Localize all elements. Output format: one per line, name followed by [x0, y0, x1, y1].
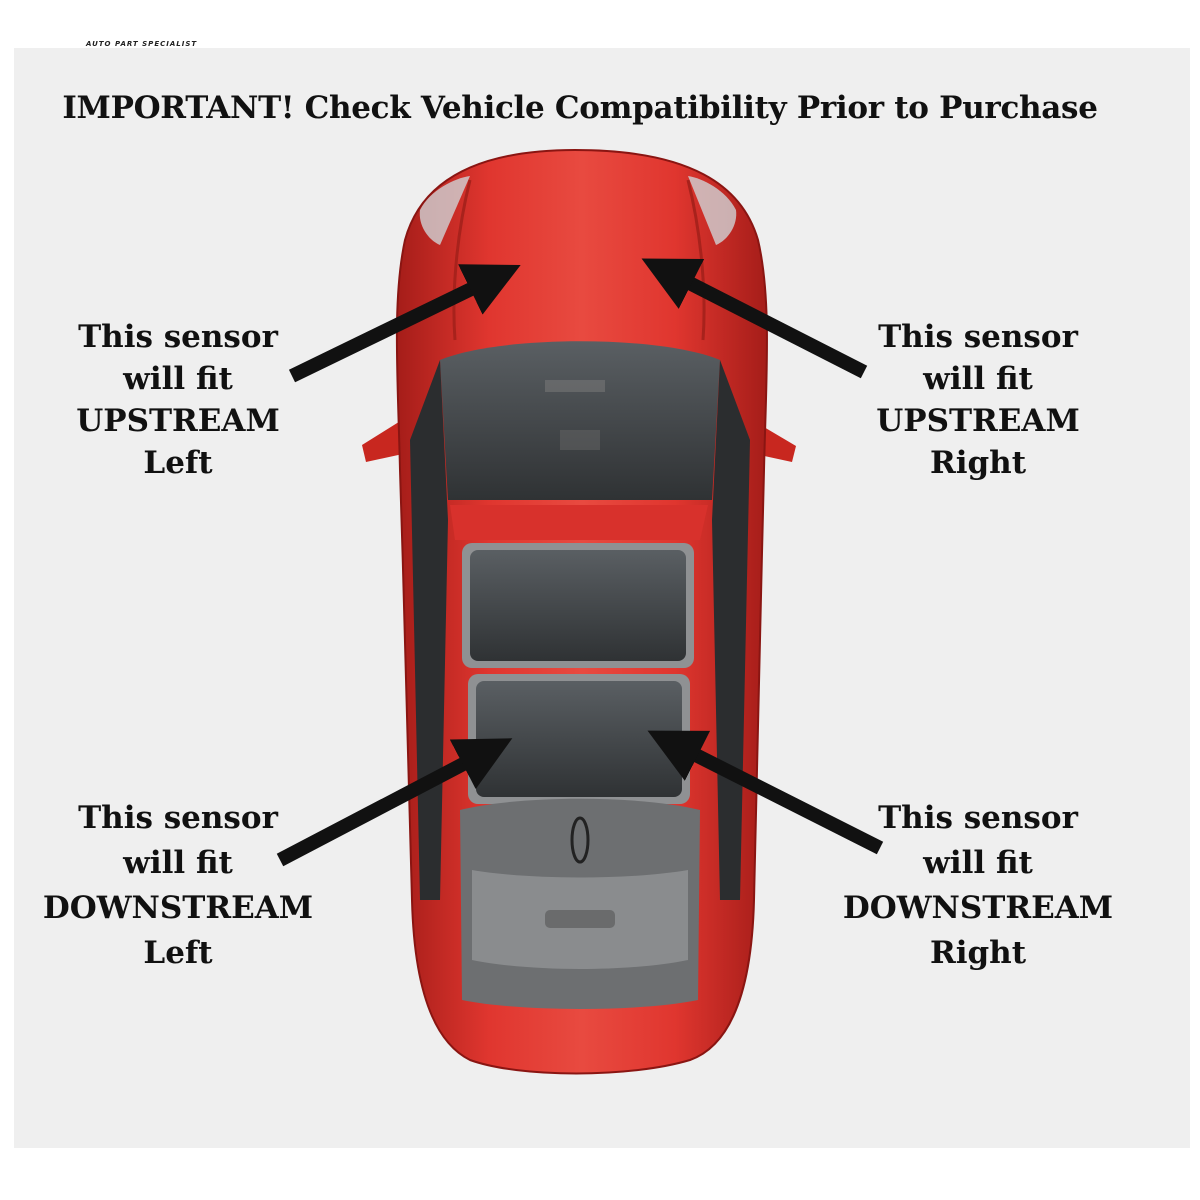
page-title: IMPORTANT! Check Vehicle Compatibility P… — [62, 90, 1098, 126]
callout-line: UPSTREAM — [76, 403, 280, 439]
callout-line: will fit — [123, 361, 233, 397]
callout-line: Right — [929, 935, 1027, 971]
callout-downstream-right: This sensor will fit DOWNSTREAM Right — [818, 796, 1138, 976]
callout-upstream-left: This sensor will fit UPSTREAM Left — [18, 316, 338, 484]
arrow-icon — [276, 258, 884, 867]
callout-line: DOWNSTREAM — [42, 890, 314, 926]
callout-line: Left — [143, 445, 213, 481]
callout-line: This sensor — [78, 800, 278, 836]
callout-line: will fit — [123, 845, 233, 881]
arrow-upstream-right — [641, 258, 868, 379]
callout-line: This sensor — [878, 319, 1078, 355]
arrow-downstream-right — [647, 730, 884, 855]
callout-line: UPSTREAM — [876, 403, 1080, 439]
callout-line: will fit — [923, 845, 1033, 881]
arrow-upstream-left — [288, 264, 521, 383]
callout-upstream-right: This sensor will fit UPSTREAM Right — [818, 316, 1138, 484]
brand-text: AUTO PART SPECIALIST — [86, 40, 198, 48]
callout-downstream-left: This sensor will fit DOWNSTREAM Left — [18, 796, 338, 976]
callout-line: This sensor — [878, 800, 1078, 836]
callout-line: Left — [143, 935, 213, 971]
car-top-view-icon — [362, 148, 796, 1075]
callout-line: This sensor — [78, 319, 278, 355]
callout-line: Right — [929, 445, 1027, 481]
callout-line: DOWNSTREAM — [842, 890, 1114, 926]
callout-line: will fit — [923, 361, 1033, 397]
arrow-downstream-left — [276, 738, 513, 867]
